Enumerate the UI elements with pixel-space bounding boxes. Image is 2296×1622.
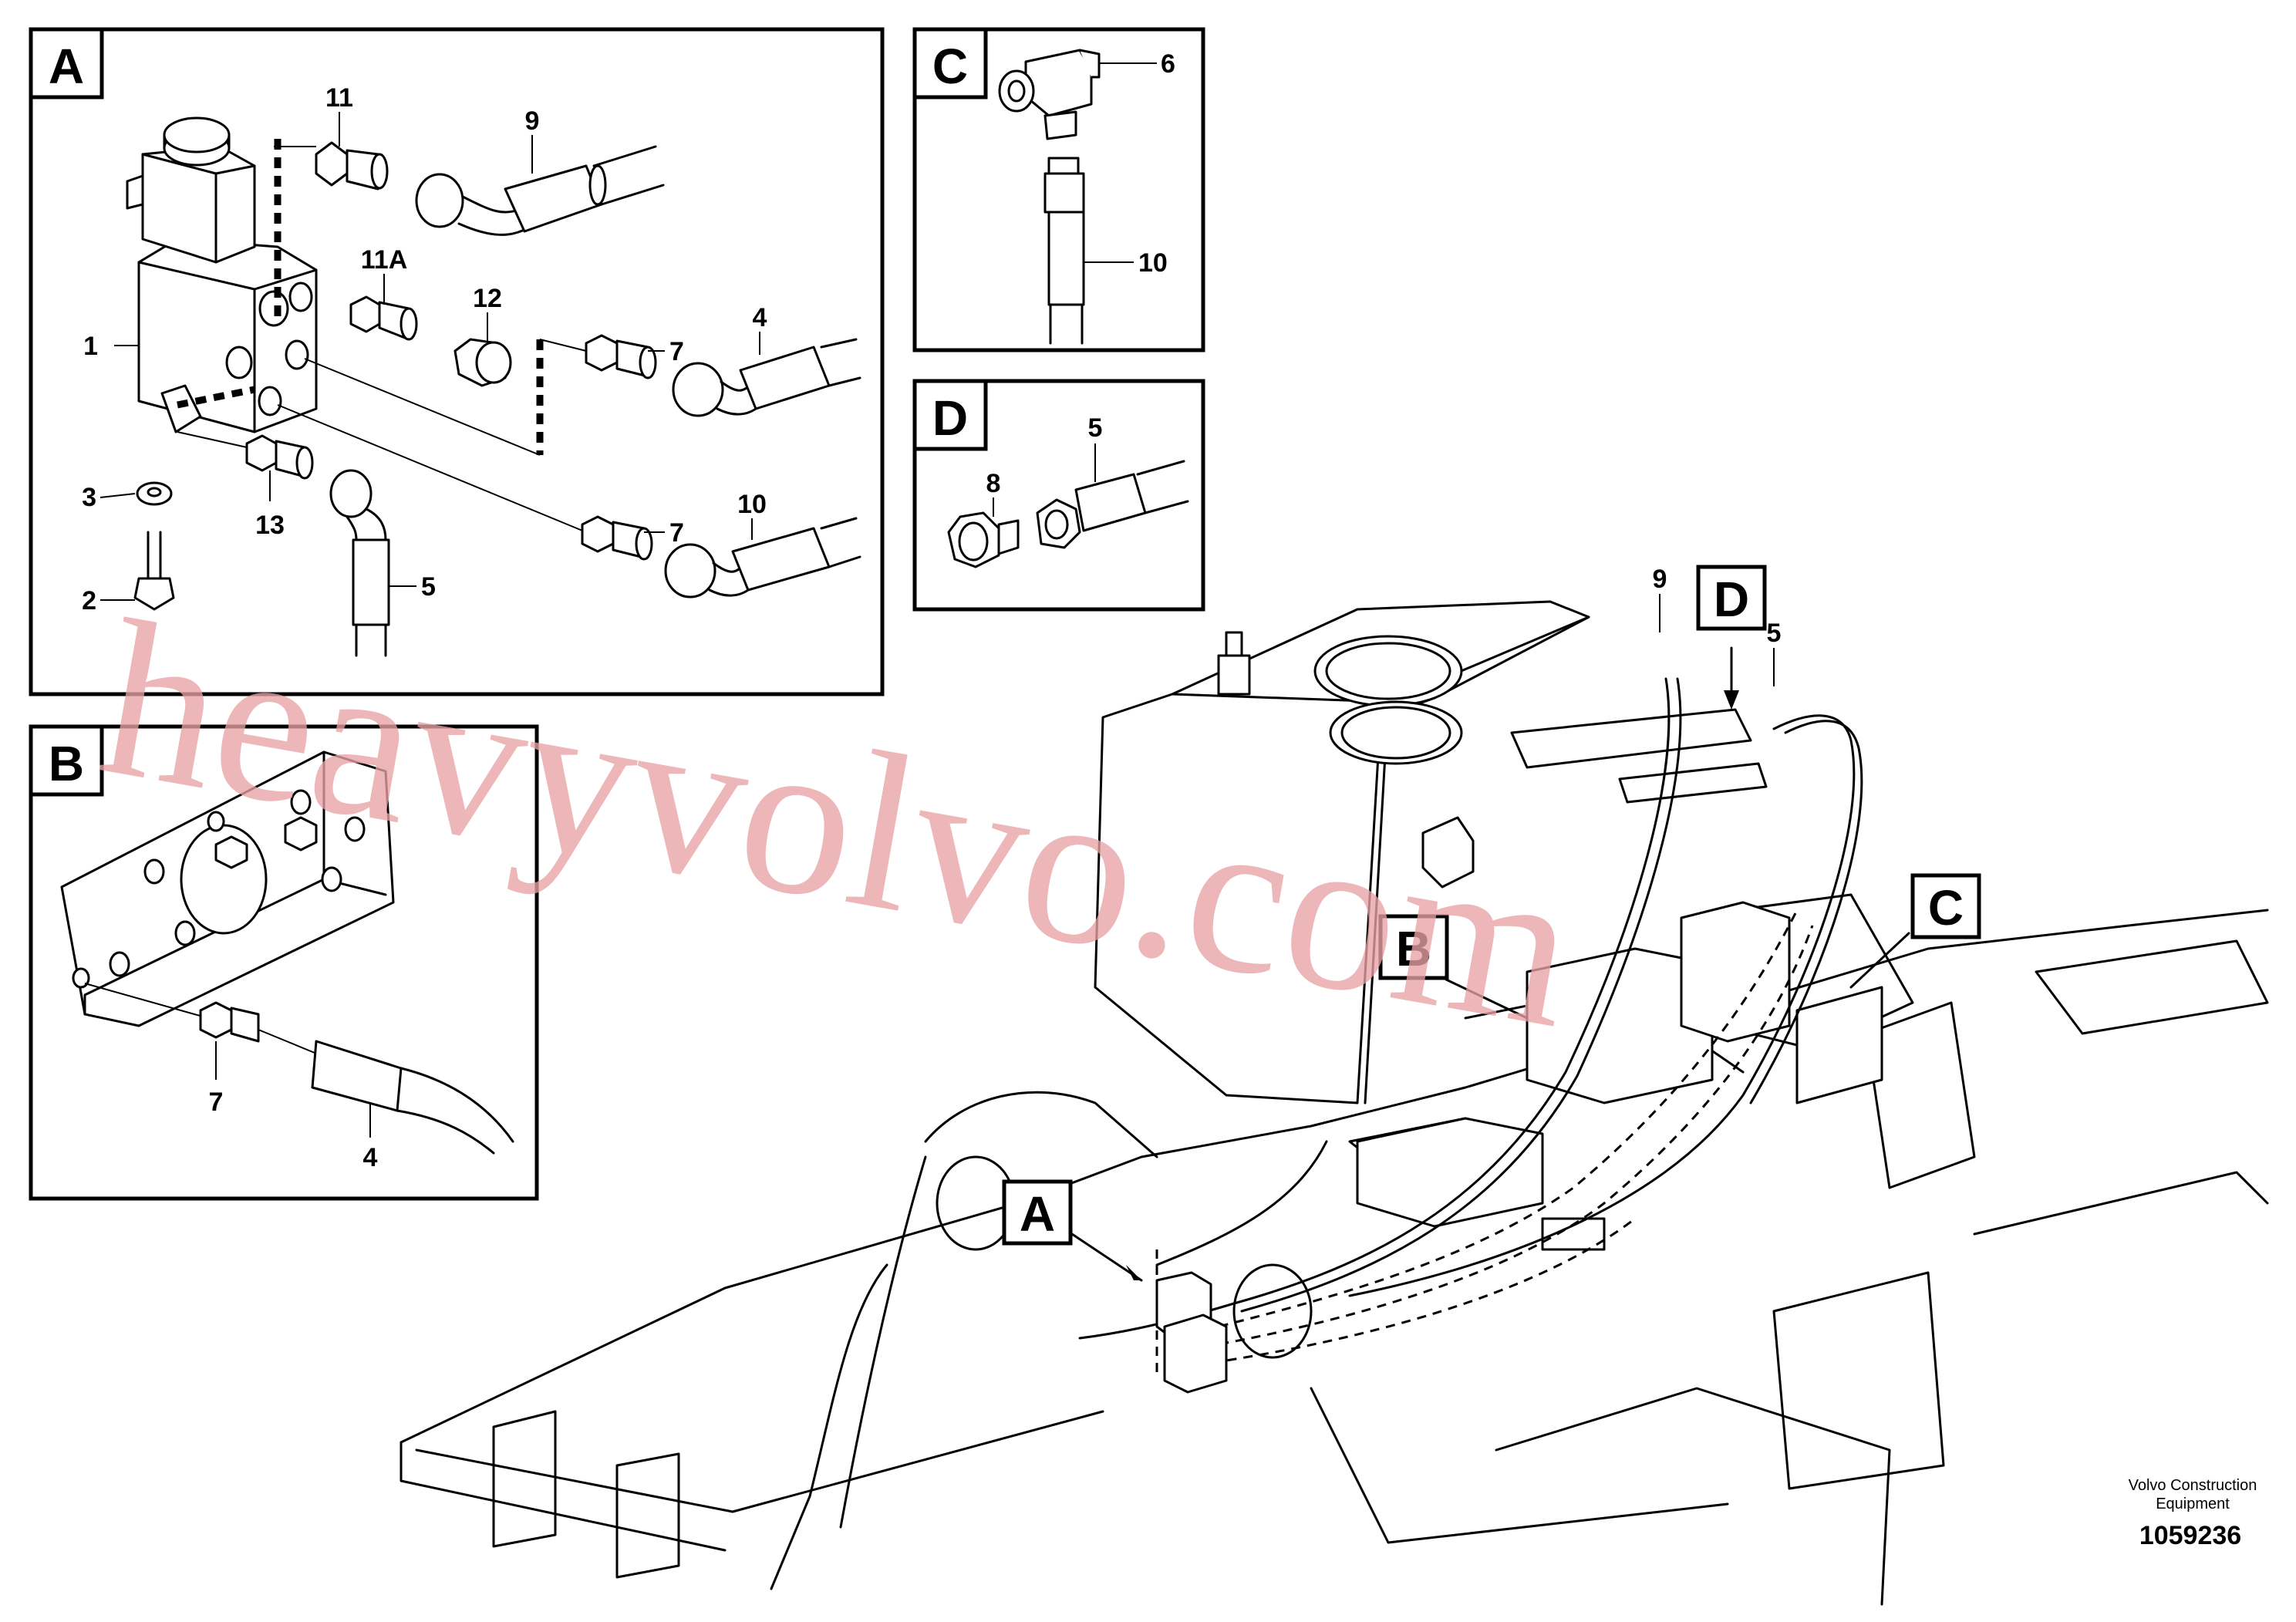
marker-a: A [1020,1186,1055,1242]
fitting-7-b [199,1001,260,1043]
panel-b: B 7 [29,724,539,1201]
fitting-7-upper [585,334,657,379]
callout-a-13: 13 [255,511,285,540]
hose-9 [415,145,665,236]
fitting-13 [245,434,314,480]
main-assembly-view: A B C D 9 5 [400,565,2269,1606]
panel-a-letter: A [49,39,84,94]
callout-c-6: 6 [1161,49,1175,79]
callout-d-5: 5 [1088,413,1103,443]
panel-b-letter: B [49,736,84,791]
hydraulic-tank [1094,600,1590,1104]
panel-d: D 8 5 [912,379,1205,612]
bolt-2 [133,531,175,611]
panel-c: C 6 10 [912,27,1205,352]
pipe-rail [1510,708,1768,804]
callout-a-2: 2 [82,586,96,615]
marker-d: D [1714,572,1749,627]
hose-4-b [311,1040,514,1155]
callout-a-7-lower: 7 [669,518,684,548]
marker-c: C [1928,880,1964,936]
control-valves [1356,901,1883,1228]
adapter-8 [947,511,1020,568]
solenoid-valve [126,116,318,433]
callout-d-8: 8 [986,469,1001,498]
panel-a: A [29,27,885,696]
callout-a-12: 12 [473,284,502,313]
footer: Volvo Construction Equipment 1059236 [2129,1477,2257,1550]
panel-a-leaders [99,112,760,601]
marker-b: B [1396,921,1431,976]
panel-d-letter: D [932,390,968,446]
brand-line-1: Volvo Construction [2129,1477,2257,1494]
callout-a-7-upper: 7 [669,337,684,366]
drawing-number: 1059236 [2139,1521,2241,1550]
callout-main-9: 9 [1653,565,1667,594]
callout-a-11a: 11A [361,245,408,275]
callout-a-1: 1 [83,332,98,361]
solenoid-valve-assembly [1155,1271,1228,1394]
callout-main-5: 5 [1767,619,1782,648]
callout-a-3: 3 [82,483,96,512]
hose-5-d [1036,460,1189,549]
callout-a-11: 11 [325,83,353,113]
fitting-7-lower [581,515,653,561]
mounting-plate [60,750,395,1027]
hose-10-a [664,517,861,599]
plug-12 [453,338,512,387]
callout-c-10: 10 [1138,248,1168,278]
hose-10-c [1043,157,1085,345]
callout-a-5: 5 [421,572,436,602]
hose-4-a [672,338,861,417]
callout-a-9: 9 [525,106,540,136]
fitting-11a [349,295,418,341]
panel-c-letter: C [932,39,968,94]
callout-a-4: 4 [753,303,767,332]
tee-fitting-6 [998,49,1101,140]
brand-line-2: Equipment [2156,1496,2230,1512]
hose-5-a [329,469,390,657]
callout-b-4: 4 [363,1143,378,1172]
fitting-11 [315,141,389,191]
callout-a-10: 10 [737,490,767,519]
callout-b-7: 7 [209,1088,224,1117]
